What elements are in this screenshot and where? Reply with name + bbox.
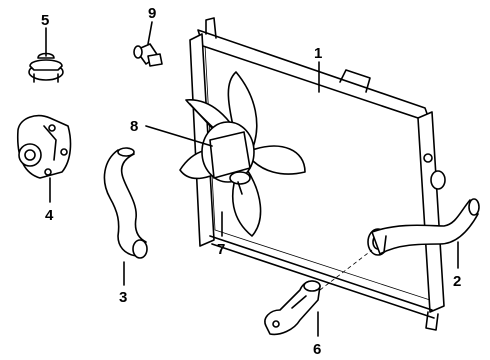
- lower-hose: [103, 147, 148, 259]
- fan-assembly: [179, 71, 306, 237]
- leader-lines: [45, 21, 459, 337]
- radiator: [189, 17, 446, 331]
- callout-5: 5: [41, 12, 49, 29]
- thermostat: [28, 52, 64, 83]
- callout-2: 2: [453, 273, 461, 290]
- water-outlet: [264, 280, 321, 336]
- callout-3: 3: [119, 289, 127, 306]
- callout-1: 1: [314, 45, 322, 62]
- callout-7: 7: [217, 241, 225, 258]
- callout-8: 8: [130, 118, 138, 135]
- callout-6: 6: [313, 341, 321, 358]
- upper-hose: [371, 198, 480, 255]
- callout-4: 4: [45, 207, 54, 224]
- callout-9: 9: [148, 5, 156, 22]
- water-pump: [16, 114, 72, 179]
- temperature-switch: [133, 43, 163, 67]
